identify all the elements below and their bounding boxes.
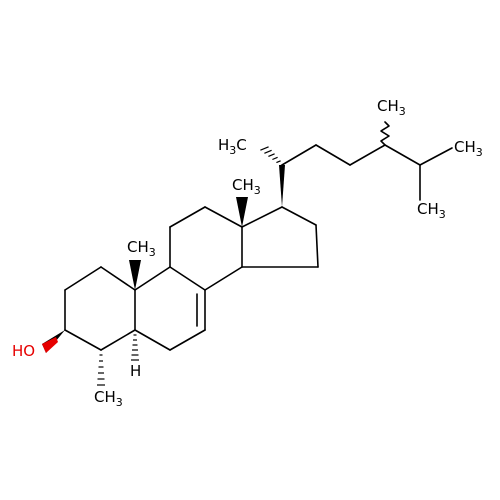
ring-c	[169, 206, 243, 291]
hash-c4-methyl	[97, 354, 105, 386]
wedge-c17-c20	[279, 165, 285, 207]
hydroxyl-label: HO	[12, 342, 35, 360]
wedge-c13-methyl	[236, 197, 248, 227]
wedge-c3-oxygen-red	[42, 337, 58, 353]
methyl-c4-label: CH3	[94, 388, 123, 409]
hash-c5-hydrogen	[131, 334, 139, 361]
methyl-c13-label: CH3	[232, 176, 261, 197]
methyl-c24-label: CH3	[377, 97, 406, 118]
wavy-bond-c24	[380, 121, 390, 146]
ring-b	[134, 266, 206, 351]
methyl-c25b-label: CH3	[417, 200, 446, 221]
methyl-c25a-label: CH3	[454, 138, 483, 159]
side-chain	[281, 121, 453, 201]
hash-c20-methyl	[260, 146, 284, 167]
ring-d	[241, 206, 319, 268]
methyl-c10-label: CH3	[127, 238, 156, 259]
ring-a	[64, 266, 136, 351]
hydrogen-c5-label: H	[130, 362, 141, 380]
wedge-c10-methyl	[129, 260, 141, 290]
methyl-c20-label: H3C	[218, 136, 247, 157]
